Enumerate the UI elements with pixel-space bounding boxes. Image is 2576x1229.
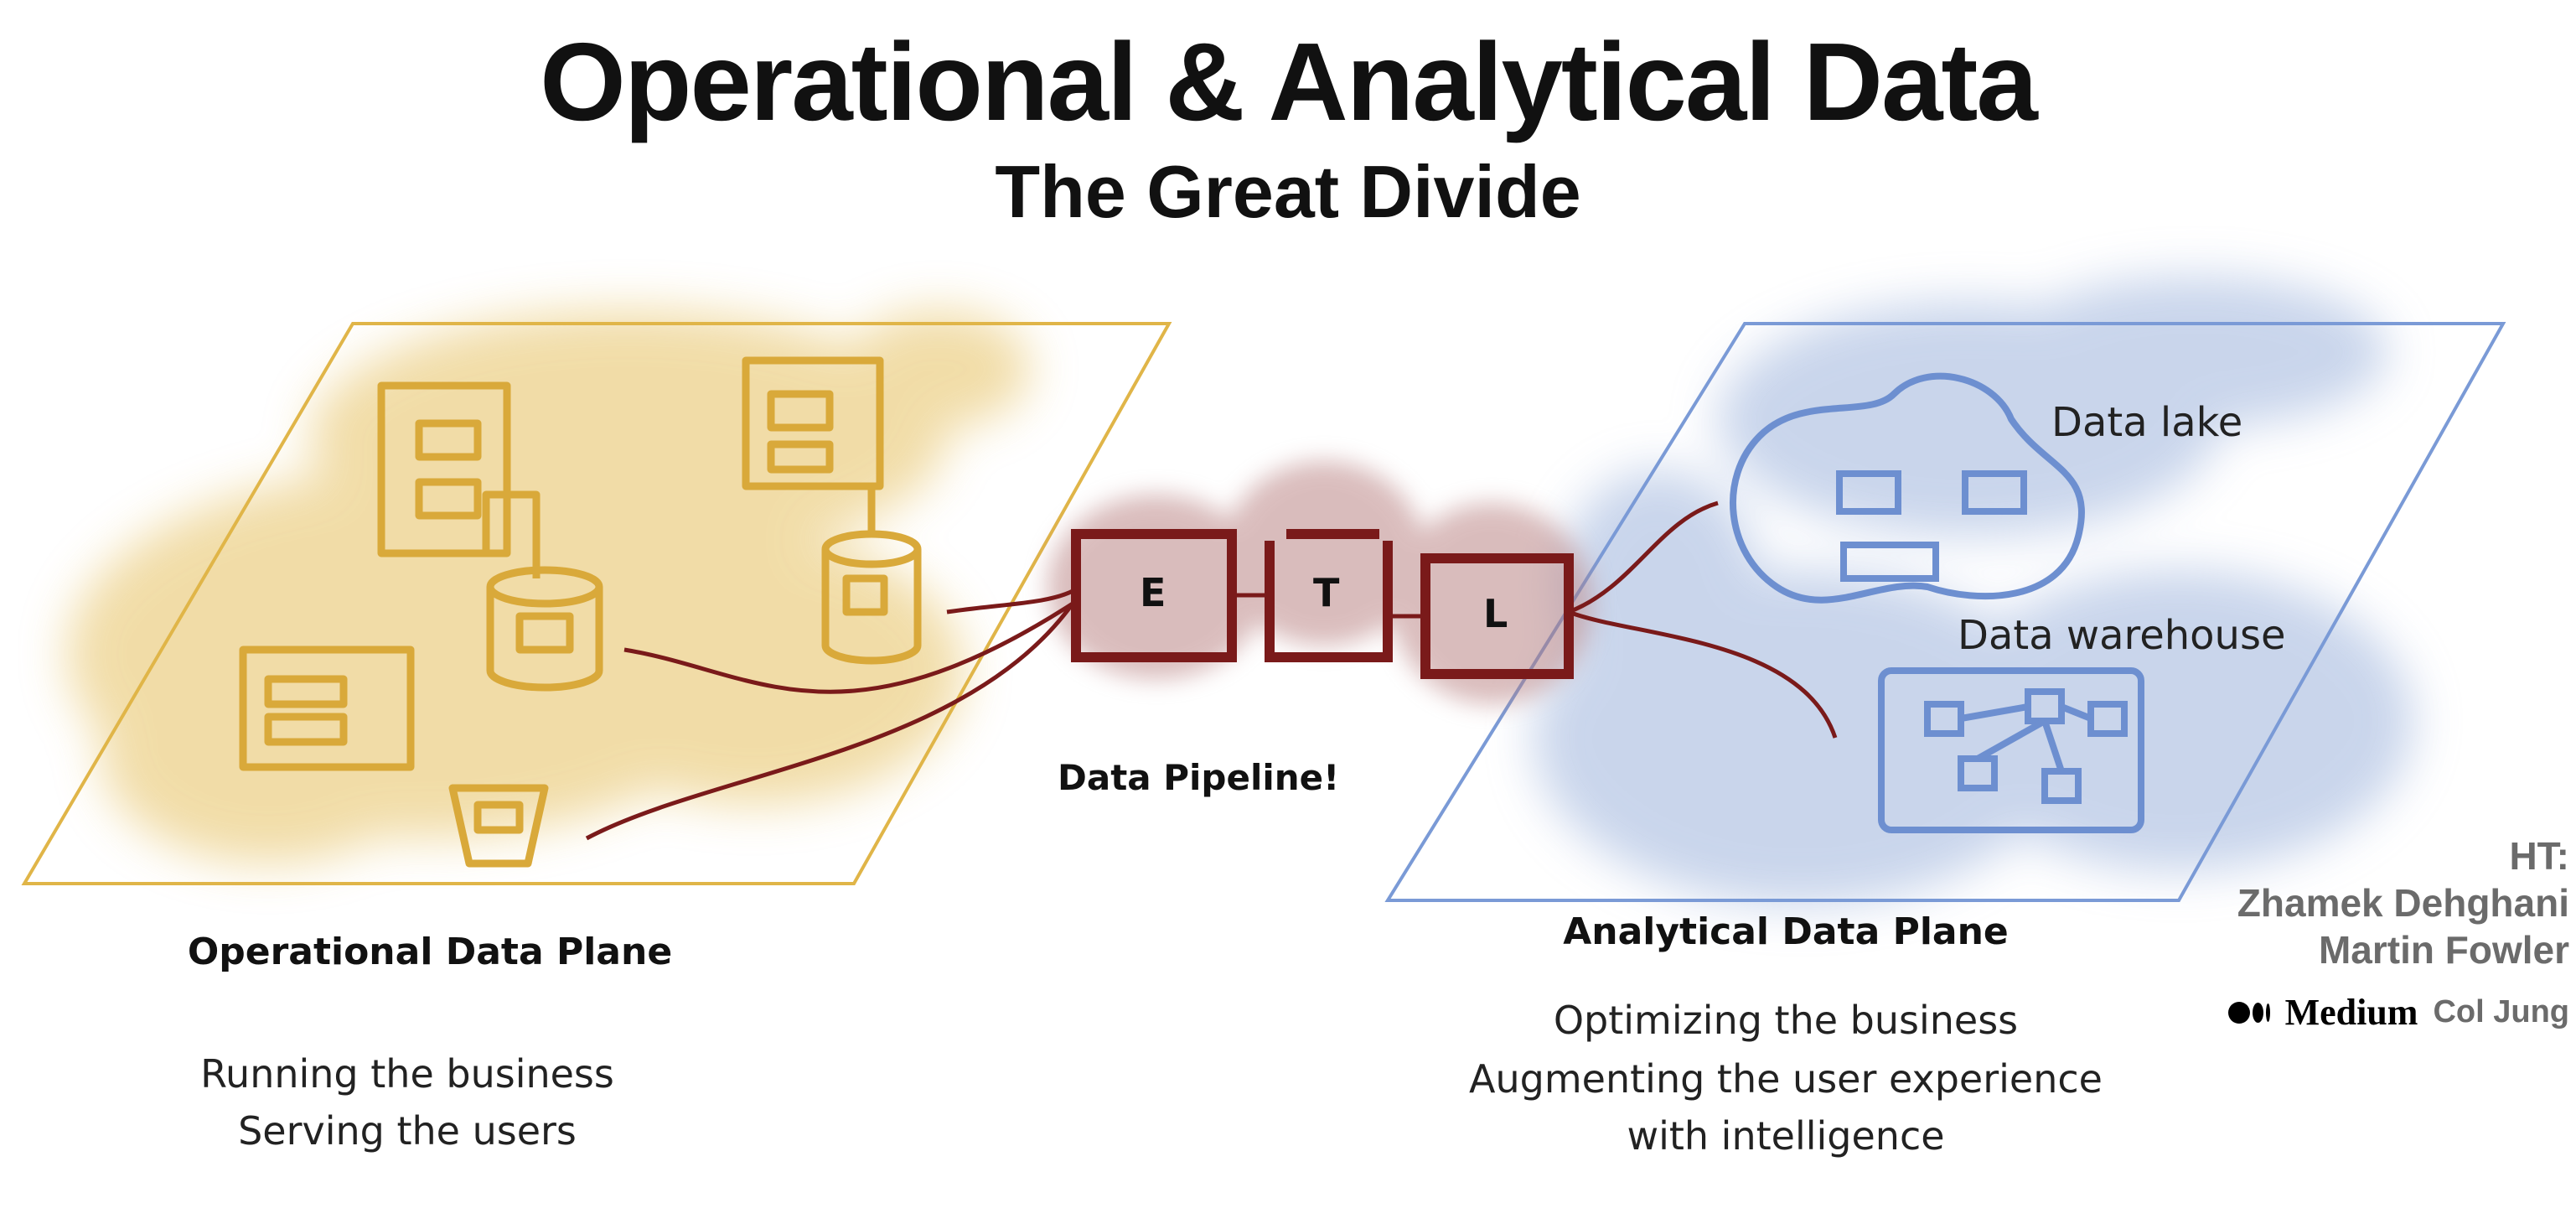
analytical-plane (1384, 322, 2506, 902)
analytical-desc-3: with intelligence (1627, 1113, 1945, 1159)
analytical-wash (1534, 277, 2413, 905)
page-title: Operational & Analytical Data (540, 20, 2038, 143)
operational-desc-2: Serving the users (238, 1108, 577, 1154)
analytical-desc-2: Augmenting the user experience (1469, 1056, 2103, 1102)
etl-step-l: L (1483, 591, 1508, 636)
credit-medium-line: Medium Col Jung (2227, 991, 2569, 1034)
etl-boxes (1071, 529, 1574, 679)
credit-ht: HT: (2509, 834, 2569, 878)
operational-plane-label: Operational Data Plane (187, 931, 673, 973)
extract-box (1071, 529, 1237, 662)
medium-logo-icon (2227, 1001, 2270, 1024)
load-box (1420, 553, 1574, 679)
analytical-desc-1: Optimizing the business (1553, 998, 2019, 1043)
data-lake-icon (1729, 372, 2085, 604)
etl-step-e: E (1140, 570, 1166, 615)
pipeline-label: Data Pipeline! (1058, 757, 1340, 798)
transform-box (1265, 529, 1393, 662)
data-warehouse-icon (1878, 667, 2144, 833)
pipeline-flows (585, 500, 1838, 841)
medium-wordmark: Medium (2284, 992, 2418, 1033)
data-warehouse-label: Data warehouse (1958, 612, 2286, 659)
page-subtitle: The Great Divide (995, 150, 1581, 233)
operational-wash (67, 310, 1031, 863)
credit-name-2: Martin Fowler (2318, 928, 2569, 972)
credit-name-1: Zhamek Dehghani (2237, 881, 2569, 925)
analytical-plane-label: Analytical Data Plane (1563, 910, 2009, 953)
etl-step-t: T (1313, 570, 1340, 615)
credit-author: Col Jung (2433, 994, 2569, 1029)
data-lake-label: Data lake (2051, 399, 2243, 446)
operational-plane (21, 322, 1172, 885)
operational-system-icons (239, 356, 922, 868)
operational-desc-1: Running the business (200, 1051, 614, 1097)
